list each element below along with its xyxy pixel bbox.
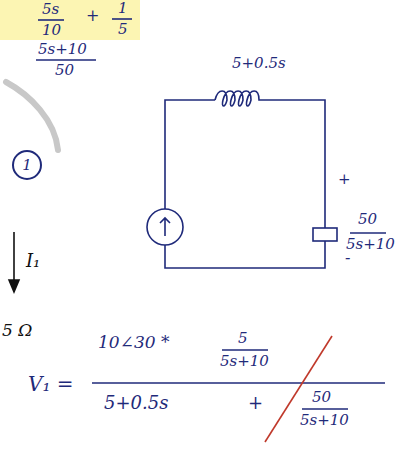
- wire: [165, 100, 215, 209]
- callout-number: 1: [22, 158, 32, 173]
- fraction-denominator: 5: [118, 22, 128, 37]
- source-symbol: [147, 209, 183, 245]
- fraction-denominator: 5s+10: [300, 413, 349, 428]
- operator: +: [248, 394, 263, 412]
- callout-circle: 1: [12, 150, 42, 180]
- wire: [165, 241, 325, 268]
- polarity-sign: +: [338, 172, 351, 187]
- fraction-numerator: 50: [312, 390, 331, 405]
- current-arrow: [13, 232, 15, 284]
- wire: [290, 100, 325, 228]
- arrowhead: [9, 280, 19, 292]
- fraction-denominator: 5s+10: [346, 237, 395, 252]
- highlight: [0, 0, 140, 40]
- fraction-bar: [92, 382, 385, 384]
- fraction-numerator: 5: [238, 331, 248, 346]
- impedance-box: [313, 228, 337, 241]
- grey-arc: [6, 82, 58, 150]
- resistor-label: 5 Ω: [2, 322, 32, 339]
- inductor-symbol: [215, 91, 290, 106]
- equation-label: V₁ =: [28, 374, 74, 394]
- inductor-label: 5+0.5s: [232, 56, 286, 71]
- denominator-term: 5+0.5s: [104, 394, 168, 412]
- phasor-value: 10∠30 *: [98, 334, 169, 351]
- fraction-numerator: 1: [118, 1, 128, 16]
- fraction-bar: [38, 19, 64, 21]
- operator: +: [86, 8, 99, 24]
- fraction-numerator: 50: [358, 212, 377, 227]
- fraction-numerator: 5s: [42, 2, 59, 17]
- fraction-bar: [112, 18, 132, 20]
- current-label: I₁: [26, 252, 40, 270]
- fraction-denominator: 5s+10: [220, 354, 269, 369]
- source-arrow: [160, 218, 170, 236]
- fraction-denominator: 10: [42, 23, 61, 38]
- fraction-denominator: 50: [55, 63, 74, 78]
- fraction-bar: [350, 232, 386, 234]
- polarity-sign: -: [345, 250, 350, 266]
- fraction-bar: [36, 59, 96, 61]
- fraction-numerator: 5s+10: [38, 42, 87, 57]
- fraction-bar: [302, 408, 348, 410]
- fraction-bar: [222, 349, 268, 351]
